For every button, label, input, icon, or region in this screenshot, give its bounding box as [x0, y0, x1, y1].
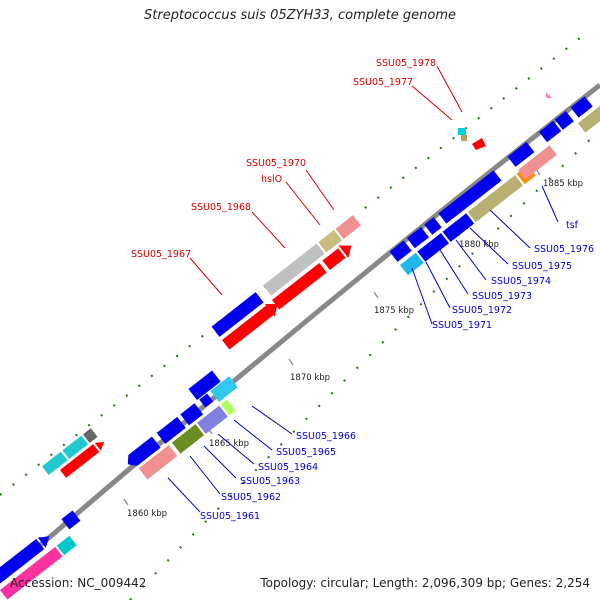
label-SSU05_1965: SSU05_1965: [276, 447, 336, 458]
label-SSU05_1962: SSU05_1962: [221, 492, 281, 503]
label-hslO: hslO: [261, 174, 282, 185]
map-title: Streptococcus suis 05ZYH33, complete gen…: [144, 8, 456, 23]
label-SSU05_1974: SSU05_1974: [491, 276, 551, 287]
label-SSU05_1964: SSU05_1964: [258, 462, 318, 473]
label-SSU05_1963: SSU05_1963: [240, 476, 300, 487]
label-SSU05_1967: SSU05_1967: [131, 249, 191, 260]
labels-bottom: SSU05_1961 SSU05_1962 SSU05_1963 SSU05_1…: [200, 220, 594, 522]
tick-1885: 1885 kbp: [543, 179, 583, 189]
tick-1880: 1880 kbp: [459, 240, 499, 250]
label-SSU05_1970: SSU05_1970: [246, 158, 306, 169]
accession-text: Accession: NC_009442: [10, 576, 147, 590]
label-SSU05_1973: SSU05_1973: [472, 291, 532, 302]
forward-features[interactable]: [41, 128, 486, 485]
labels-top: SSU05_1967 SSU05_1968 hslO SSU05_1970 SS…: [131, 58, 436, 260]
label-tsf: tsf: [566, 220, 579, 231]
tick-1860: 1860 kbp: [127, 509, 167, 519]
label-SSU05_1975: SSU05_1975: [512, 261, 572, 272]
gc-track-inner: [129, 129, 600, 600]
leader-lines-bottom: [167, 185, 559, 513]
reverse-features[interactable]: [0, 91, 600, 600]
marker-pink: [546, 92, 552, 98]
label-SSU05_1977: SSU05_1977: [353, 77, 413, 88]
label-SSU05_1968: SSU05_1968: [191, 202, 251, 213]
tick-1865: 1865 kbp: [209, 439, 249, 449]
label-SSU05_1972: SSU05_1972: [452, 305, 512, 316]
label-SSU05_1978: SSU05_1978: [376, 58, 436, 69]
summary-text: Topology: circular; Length: 2,096,309 bp…: [260, 576, 590, 590]
tick-1875: 1875 kbp: [374, 306, 414, 316]
tick-labels: 1860 kbp 1865 kbp 1870 kbp 1875 kbp 1880…: [127, 179, 583, 519]
leader-lines-top: [189, 65, 463, 296]
label-SSU05_1976: SSU05_1976: [534, 244, 594, 255]
label-SSU05_1961: SSU05_1961: [200, 511, 260, 522]
tick-1870: 1870 kbp: [290, 373, 330, 383]
label-SSU05_1966: SSU05_1966: [296, 431, 356, 442]
label-SSU05_1971: SSU05_1971: [432, 320, 492, 331]
